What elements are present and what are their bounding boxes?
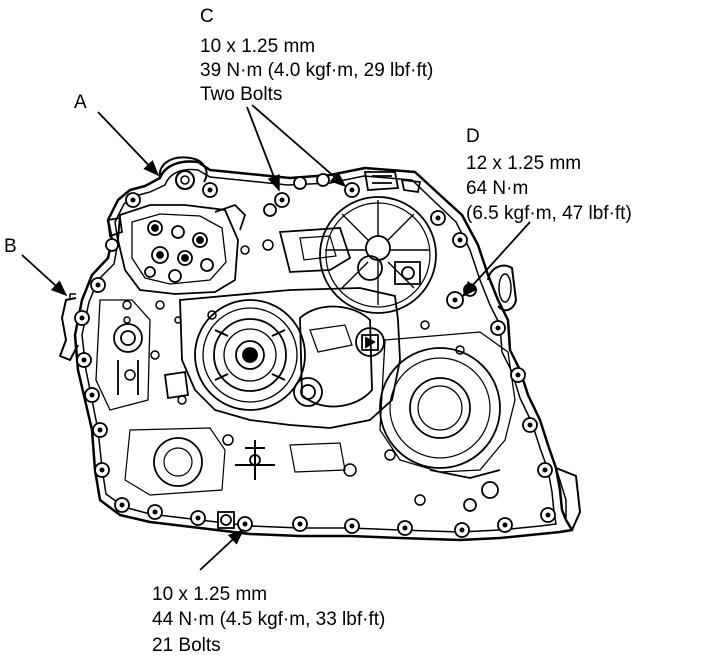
differential-housing xyxy=(379,331,516,512)
valve-body xyxy=(106,203,247,295)
leader-arrows xyxy=(21,104,531,571)
callout-d-line-2: 64 N·m xyxy=(466,178,528,199)
callout-bottom-line-3: 21 Bolts xyxy=(152,635,221,656)
callout-c-letter: C xyxy=(200,6,214,27)
lower-left-housing xyxy=(95,299,346,496)
callout-d-line-1: 12 x 1.25 mm xyxy=(466,153,581,174)
perimeter-bolts xyxy=(74,173,556,538)
callout-bottom-line-1: 10 x 1.25 mm xyxy=(152,584,267,605)
upper-drum xyxy=(278,171,437,314)
callout-d-line-3: (6.5 kgf·m, 47 lbf·ft) xyxy=(466,203,632,224)
case-holes xyxy=(122,239,465,506)
callout-c-line-1: 10 x 1.25 mm xyxy=(200,36,315,57)
callout-c-line-2: 39 N·m (4.0 kgf·m, 29 lbf·ft) xyxy=(200,60,433,81)
callout-bottom-line-2: 44 N·m (4.5 kgf·m, 33 lbf·ft) xyxy=(152,609,385,630)
callout-d-letter: D xyxy=(466,126,480,147)
callout-c-line-3: Two Bolts xyxy=(200,84,282,105)
callout-a-letter: A xyxy=(74,92,87,113)
case-outline xyxy=(59,156,581,542)
main-bearing-housing xyxy=(179,287,401,429)
bolt-centers xyxy=(79,187,551,533)
bottom-bolt xyxy=(217,511,235,529)
callout-b-letter: B xyxy=(4,236,17,257)
